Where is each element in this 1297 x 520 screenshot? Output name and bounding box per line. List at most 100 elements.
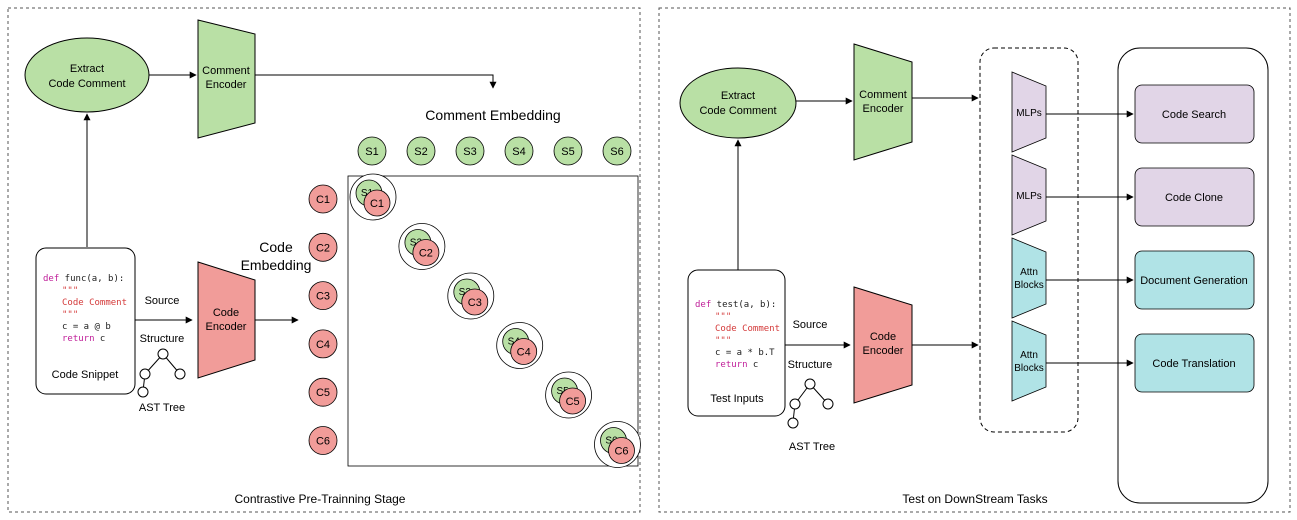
test-code-line-2: """: [715, 312, 731, 322]
extract-code-comment-node: Extract Code Comment: [24, 37, 150, 113]
structure-label: Structure: [140, 333, 185, 345]
diag-c-label: C3: [468, 297, 482, 309]
right-panel-frame: [658, 7, 1291, 513]
test-inputs-label: Test Inputs: [710, 393, 764, 405]
s-node-4: S4: [504, 136, 534, 166]
diag-c-label: C4: [517, 347, 531, 359]
test-code-line-1: def test(a, b):: [695, 300, 776, 310]
c-node-4: C4: [308, 329, 338, 359]
extract-label-2: Code Comment: [48, 78, 125, 90]
c-node-2: C2: [308, 232, 338, 262]
test-code-line-3: Code Comment: [715, 324, 780, 334]
diag-s-label: S2: [410, 238, 423, 249]
ast-tree-icon: [137, 348, 186, 398]
task-box-1: Code Search: [1134, 84, 1255, 144]
head-label-2: Blocks: [1014, 363, 1043, 374]
code-line-6: return c: [62, 334, 105, 344]
diag-c-label: C6: [614, 446, 628, 458]
code-encoder-right-label-1: Code: [870, 331, 896, 343]
diag-c-label: C1: [370, 198, 384, 210]
task-box-3: Document Generation: [1134, 250, 1255, 310]
test-inputs-box: def test(a, b): """ Code Comment """ c =…: [687, 269, 786, 417]
code-line-4: """: [62, 310, 78, 320]
head-label-2: Blocks: [1014, 280, 1043, 291]
extract-right-label-2: Code Comment: [699, 105, 776, 117]
s-node-label: S1: [365, 146, 378, 158]
c-node-label: C4: [316, 339, 330, 351]
code-line-1: def func(a, b):: [43, 274, 124, 284]
task-label: Document Generation: [1140, 275, 1248, 287]
comment-embedding-row: S1 S2 S3 S4 S5 S6: [357, 136, 632, 166]
head-label-1: Attn: [1020, 350, 1038, 361]
c-node-label: C5: [316, 387, 330, 399]
s-node-2: S2: [406, 136, 436, 166]
s-node-label: S6: [610, 146, 623, 158]
extract-label-1: Extract: [70, 63, 104, 75]
comment-encoder-label-2: Encoder: [206, 79, 247, 91]
task-label: Code Translation: [1152, 358, 1235, 370]
head-label-1: Attn: [1020, 267, 1038, 278]
code-embedding-label-1: Code: [259, 239, 293, 255]
diag-c-label: C5: [566, 396, 580, 408]
ast-tree-label-right: AST Tree: [789, 441, 835, 453]
s-node-5: S5: [553, 136, 583, 166]
structure-label-right: Structure: [788, 359, 833, 371]
test-code-line-5: c = a * b.T: [715, 348, 775, 358]
head-label-1: MLPs: [1016, 191, 1042, 202]
arrow-encoder-to-embedding: [255, 74, 497, 89]
diag-s-label: S1: [361, 188, 374, 199]
task-heads-container: [979, 47, 1079, 433]
comment-encoder-right: Comment Encoder: [853, 43, 913, 161]
comment-encoder: Comment Encoder: [197, 19, 256, 139]
task-head-1: MLPs: [1011, 71, 1134, 153]
code-embedding-label-2: Embedding: [241, 257, 312, 273]
diag-s-label: S5: [556, 386, 569, 397]
diag-s-label: S6: [605, 436, 618, 447]
code-encoder: Code Encoder: [197, 261, 256, 379]
test-code-line-4: """: [715, 336, 731, 346]
test-code-line-6: return c: [715, 360, 758, 370]
c-node-6: C6: [308, 426, 338, 455]
s-node-label: S5: [561, 146, 574, 158]
s-node-6: S6: [602, 136, 632, 166]
diag-s-label: S3: [459, 287, 472, 298]
extract-right-label-1: Extract: [721, 90, 755, 102]
comment-encoder-right-label-1: Comment: [859, 89, 907, 101]
c-node-label: C6: [316, 436, 330, 448]
extract-code-comment-node-right: Extract Code Comment: [679, 67, 797, 139]
c-node-label: C1: [316, 194, 330, 206]
s-node-label: S4: [512, 146, 525, 158]
c-node-1: C1: [308, 184, 338, 214]
diag-s-label: S4: [508, 337, 521, 348]
code-snippet-box: def func(a, b): """ Code Comment """ c =…: [35, 247, 136, 395]
c-node-3: C3: [308, 281, 338, 311]
task-box-4: Code Translation: [1134, 333, 1255, 393]
code-line-2: """: [62, 286, 78, 296]
similarity-matrix: [347, 175, 639, 467]
ast-tree-icon-right: [787, 378, 834, 429]
head-label-1: MLPs: [1016, 108, 1042, 119]
comment-embedding-label: Comment Embedding: [425, 107, 560, 123]
s-node-3: S3: [455, 136, 485, 166]
s-node-1: S1: [357, 136, 387, 166]
source-label-right: Source: [793, 319, 828, 331]
code-line-3: Code Comment: [62, 298, 127, 308]
task-head-2: MLPs: [1011, 154, 1134, 236]
code-encoder-label-1: Code: [213, 307, 239, 319]
code-encoder-right: Code Encoder: [853, 286, 913, 404]
task-label: Code Search: [1162, 109, 1226, 121]
code-line-5: c = a @ b: [62, 322, 111, 332]
tasks-container: [1117, 47, 1269, 504]
code-encoder-right-label-2: Encoder: [863, 345, 904, 357]
